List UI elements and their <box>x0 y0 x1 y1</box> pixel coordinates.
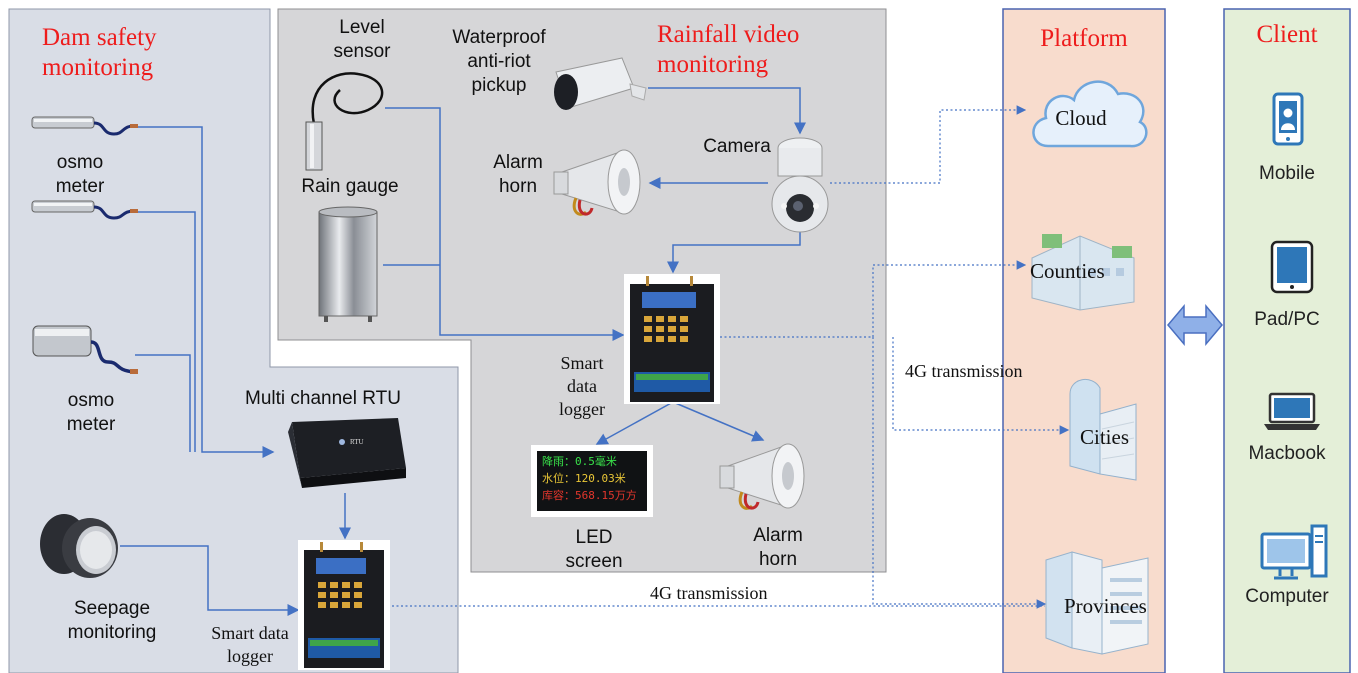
horn1-line1: Alarm <box>493 152 543 173</box>
led-screen: 降雨：0.5毫米 水位：120.03米 库容：568.15万方 <box>531 445 653 517</box>
osmo-meter-label-1: osmo meter <box>40 151 120 199</box>
dome-camera-icon <box>771 137 829 233</box>
platform-node-provinces: Provinces <box>1064 594 1147 618</box>
smart-data-logger-icon <box>298 540 390 670</box>
platform-title: Platform <box>1040 25 1128 52</box>
alarm-horn-label-2: Alarm horn <box>738 524 818 572</box>
osmo-meter-cylinder-icon <box>32 325 138 374</box>
counties-building-icon <box>1031 234 1135 311</box>
dam-logger-label: Smart data logger <box>195 622 305 668</box>
level-line2: sensor <box>333 41 391 62</box>
led-row-capacity: 库容：568.15万方 <box>542 489 637 502</box>
led-line2: screen <box>565 551 623 572</box>
led-row-level: 水位：120.03米 <box>542 472 626 485</box>
client-item-macbook: Macbook <box>1248 443 1326 464</box>
rtu-label: Multi channel RTU <box>245 388 401 409</box>
seepage-sensor-icon <box>40 514 118 578</box>
alarm-horn-icon <box>719 443 805 510</box>
alarm-horn-icon <box>553 149 641 216</box>
cities-building-icon <box>1069 379 1137 481</box>
platform-node-cloud: Cloud <box>1055 106 1107 130</box>
mobile-icon <box>1272 92 1304 146</box>
dam-title: Dam safety monitoring <box>42 23 157 83</box>
rain-gauge-icon <box>318 206 378 322</box>
osmo-meter-icon <box>31 200 138 220</box>
rain-title-line2: monitoring <box>657 51 769 78</box>
camera-label: Camera <box>703 136 771 157</box>
rain-logger-label: Smart data logger <box>542 352 622 421</box>
cloud-icon <box>1032 80 1148 148</box>
led-row-rain: 降雨：0.5毫米 <box>542 455 617 468</box>
rtu-device-icon: RTU <box>288 418 406 488</box>
rain-gauge-label: Rain gauge <box>301 176 399 197</box>
svg-text:RTU: RTU <box>350 438 364 446</box>
rain-title-line1: Rainfall video <box>657 21 800 48</box>
laptop-icon <box>1264 392 1320 430</box>
pickup-line3: pickup <box>471 75 527 96</box>
horn1-line2: horn <box>498 176 538 197</box>
transmission-label-lower: 4G transmission <box>650 583 768 603</box>
osmo1-line2: meter <box>55 176 105 197</box>
dam-logger-line2: logger <box>227 646 273 666</box>
client-item-mobile: Mobile <box>1259 163 1315 184</box>
smart-data-logger-icon <box>624 274 720 404</box>
client-item-computer: Computer <box>1245 586 1329 607</box>
dam-logger-line1: Smart data <box>211 623 289 643</box>
horn2-line1: Alarm <box>753 525 803 546</box>
transmission-label-upper: 4G transmission <box>905 361 1023 381</box>
rain-panel <box>277 8 887 573</box>
rain-title: Rainfall video monitoring <box>657 20 799 80</box>
alarm-horn-label-1: Alarm horn <box>478 151 558 199</box>
pickup-camera-icon <box>554 57 647 110</box>
osmo2-line1: osmo <box>67 390 115 411</box>
client-item-pad-pc: Pad/PC <box>1254 309 1320 330</box>
level-sensor-label: Level sensor <box>322 16 402 64</box>
seepage-line2: monitoring <box>67 622 157 643</box>
rain-logger-line1: Smart <box>560 353 604 373</box>
pickup-label: Waterproof anti-riot pickup <box>440 26 558 98</box>
computer-icon <box>1260 524 1328 580</box>
level-sensor-icon <box>305 72 384 171</box>
level-line1: Level <box>339 17 385 38</box>
pickup-line1: Waterproof <box>452 27 546 48</box>
osmo1-line1: osmo <box>56 152 104 173</box>
osmo-meter-icon <box>31 116 138 136</box>
horn2-line2: horn <box>758 549 798 570</box>
osmo-meter-label-2: osmo meter <box>46 389 136 437</box>
seepage-line1: Seepage <box>73 598 151 619</box>
dam-title-line1: Dam safety <box>42 24 157 51</box>
pickup-line2: anti-riot <box>467 51 531 72</box>
dam-title-line2: monitoring <box>42 54 154 81</box>
double-arrow-icon <box>1167 303 1223 347</box>
led-screen-label: LED screen <box>548 526 640 574</box>
osmo2-line2: meter <box>66 414 116 435</box>
rain-logger-line2: data <box>567 376 597 396</box>
provinces-building-icon <box>1045 551 1149 655</box>
platform-node-counties: Counties <box>1030 259 1105 283</box>
led-line1: LED <box>575 527 613 548</box>
tablet-icon <box>1270 240 1314 294</box>
rain-logger-line3: logger <box>559 399 605 419</box>
client-title: Client <box>1256 21 1318 48</box>
platform-node-cities: Cities <box>1080 425 1130 449</box>
seepage-label: Seepage monitoring <box>42 597 182 645</box>
